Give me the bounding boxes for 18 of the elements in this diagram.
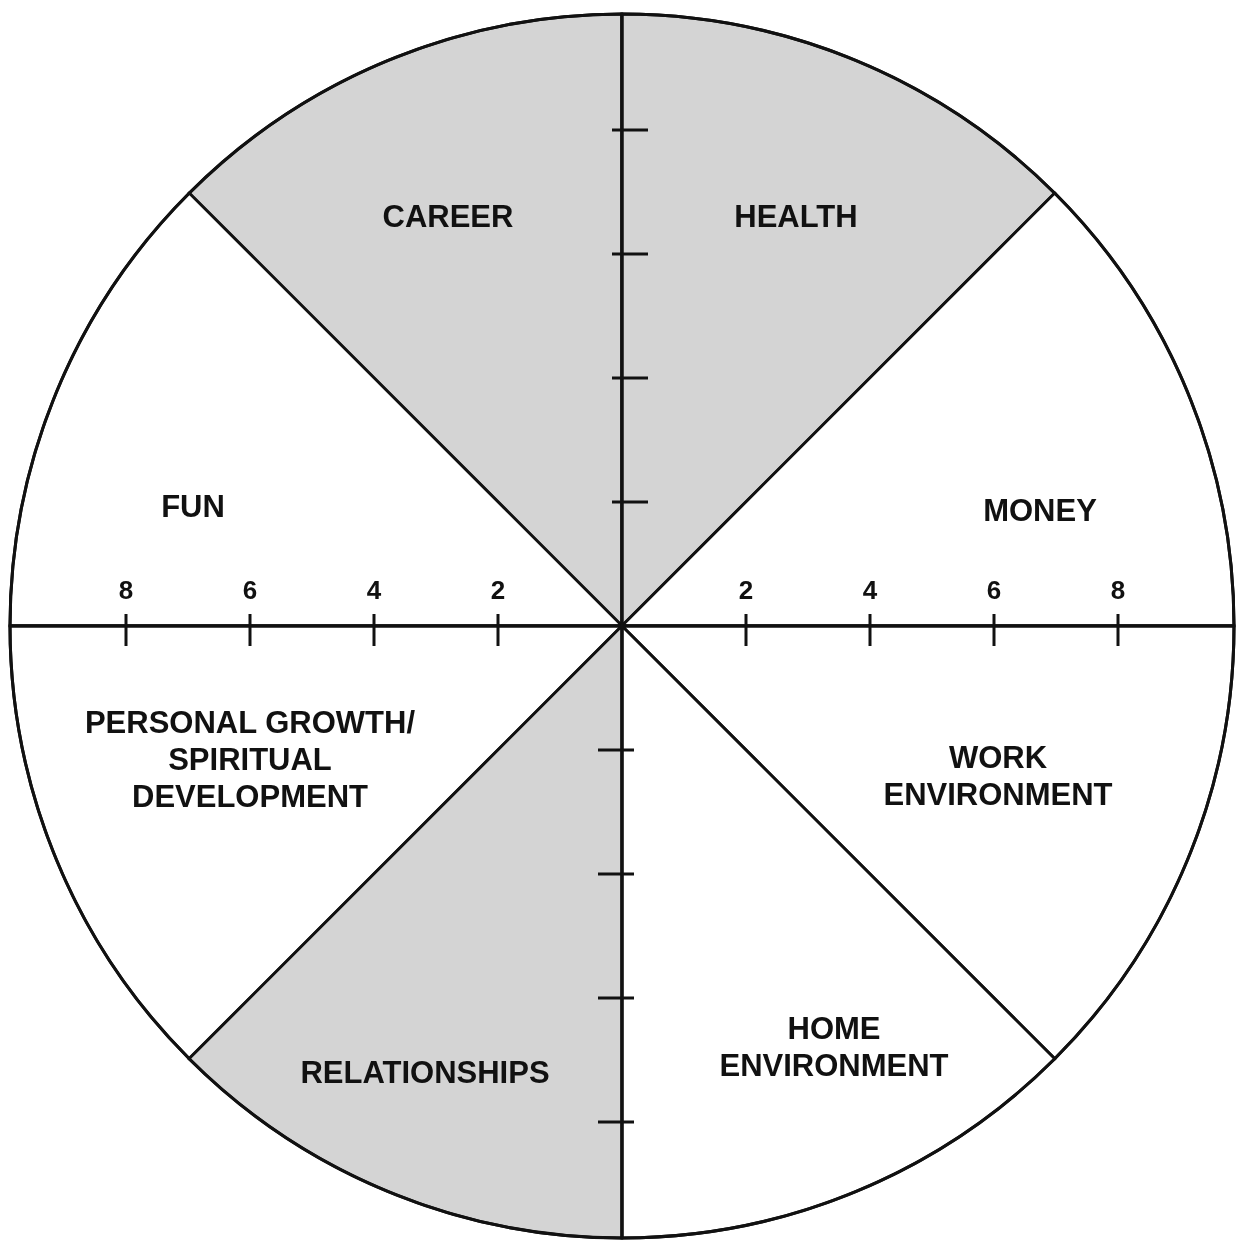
scale-number: 2 bbox=[490, 574, 506, 606]
segment-label: PERSONAL GROWTH/ SPIRITUAL DEVELOPMENT bbox=[83, 704, 417, 816]
scale-number: 4 bbox=[366, 574, 382, 606]
segment-label: HEALTH bbox=[733, 198, 859, 236]
wheel-segment bbox=[10, 193, 622, 626]
segment-label: FUN bbox=[160, 488, 226, 526]
segment-label: WORK ENVIRONMENT bbox=[882, 738, 1114, 814]
scale-number: 6 bbox=[986, 574, 1002, 606]
scale-number: 4 bbox=[862, 574, 878, 606]
segment-label: MONEY bbox=[982, 492, 1098, 530]
scale-number: 8 bbox=[118, 574, 134, 606]
segment-label: RELATIONSHIPS bbox=[299, 1054, 551, 1092]
wheel-segment bbox=[622, 193, 1234, 626]
scale-number: 6 bbox=[242, 574, 258, 606]
scale-number: 2 bbox=[738, 574, 754, 606]
segment-label: CAREER bbox=[381, 198, 515, 236]
segment-label: HOME ENVIRONMENT bbox=[718, 1009, 950, 1085]
scale-number: 8 bbox=[1110, 574, 1126, 606]
